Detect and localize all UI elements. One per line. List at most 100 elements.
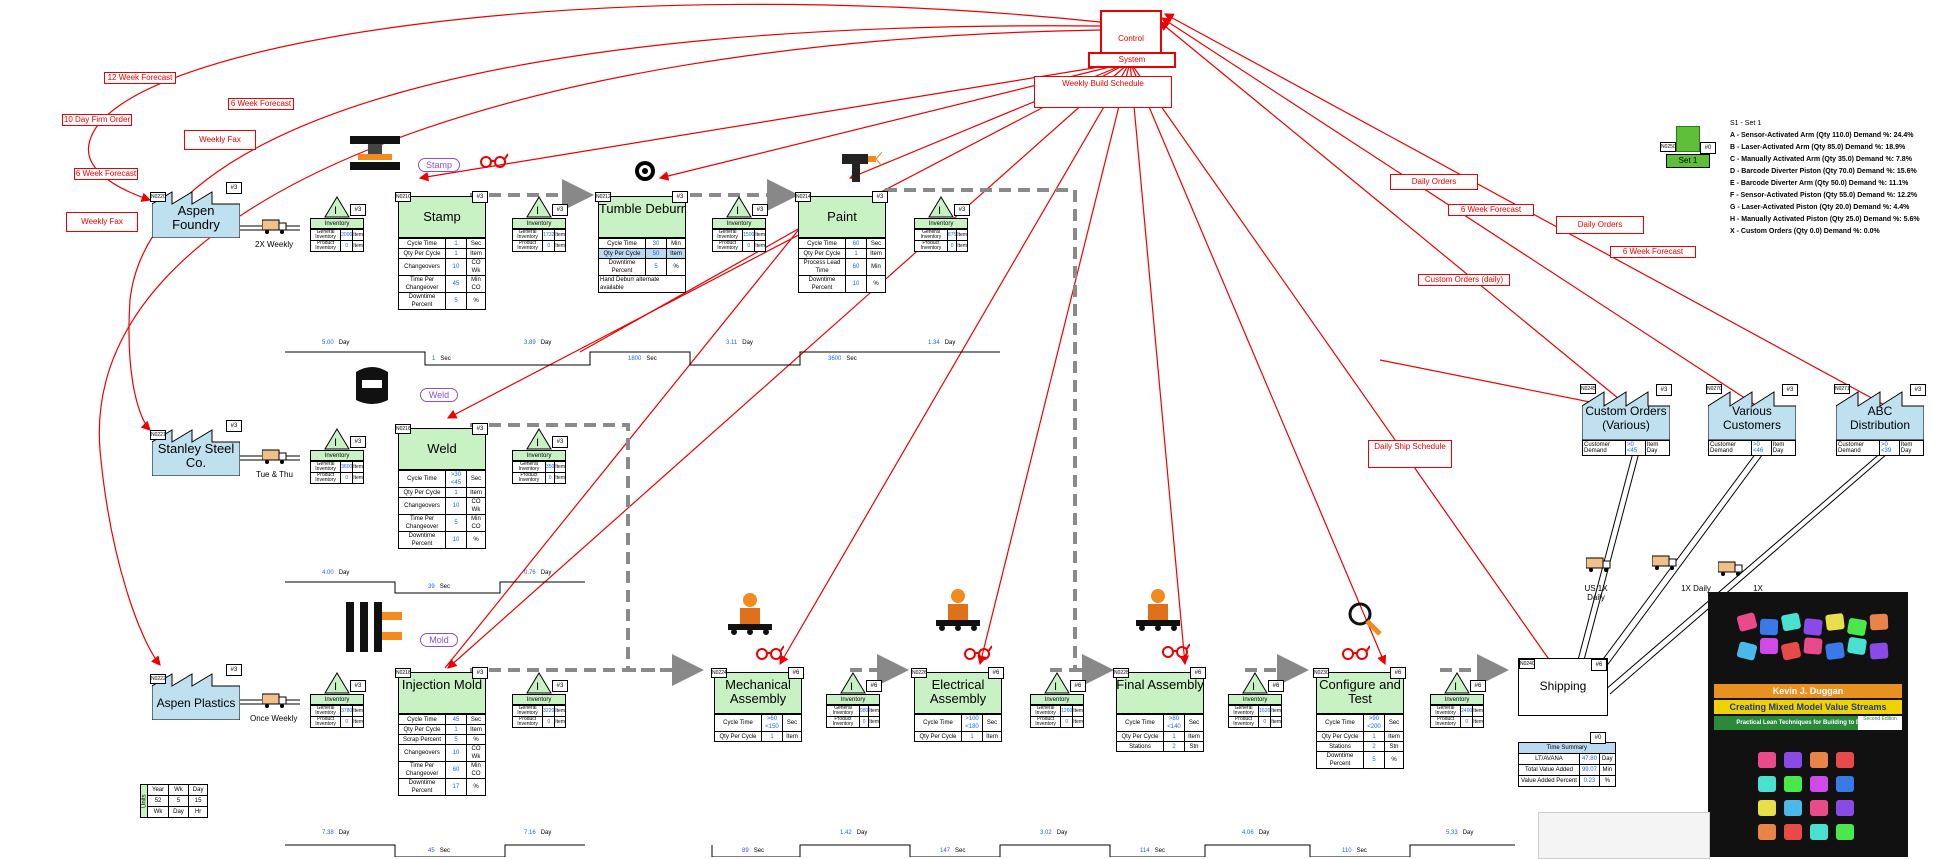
customer-name: Custom Orders (Various) (1585, 404, 1667, 432)
inventory-label: Inventory (310, 450, 364, 461)
process-attr-unit: Stn (1384, 741, 1404, 752)
process-attr-label: Cycle Time (598, 238, 646, 249)
process-attr-value: 10 (445, 531, 467, 549)
process-name: Injection Mold (401, 677, 483, 692)
truck-icon (1717, 560, 1744, 581)
timeline-value: 4.06 (1242, 830, 1254, 836)
node-number: #6 (1268, 680, 1284, 692)
inventory-product-value: 0 (340, 240, 354, 252)
inventory-row-label: Product Inventory (914, 240, 948, 252)
tumble-icon (634, 160, 656, 187)
tool-stamp[interactable]: Stamp (418, 158, 460, 172)
inventory-row-label: General Inventory (309, 461, 342, 473)
inventory-product-value: 0 (542, 240, 556, 252)
timeline-value: 0.76 (524, 570, 536, 576)
timeline-value: 1800 (628, 356, 642, 362)
factory-icon (152, 191, 240, 238)
shipping-process[interactable]: Shipping N0240 #6 (1518, 658, 1608, 716)
time-summary-title: Time Summary (1518, 742, 1616, 754)
color-tile (1836, 800, 1854, 816)
inventory-unit: Item (554, 229, 566, 241)
time-summary-value: 47.80 (1578, 753, 1600, 765)
node-id: N0210 (395, 192, 411, 202)
timeline-unit: Sec (846, 356, 857, 362)
process-attr-value: 45 (445, 714, 467, 725)
process-attr-unit: Item (666, 248, 686, 259)
inventory-unit: Item (754, 240, 766, 252)
stamp-press-icon (350, 136, 400, 175)
inventory-unit: Item (868, 716, 880, 728)
legend-item: E - Barcode Diverter Arm (Qty 50.0) Dema… (1730, 180, 1909, 187)
timeline-segment: 45 Sec (428, 848, 450, 854)
inventory-unit: Item (554, 716, 566, 728)
set-icon[interactable]: N0250 #0 Set 1 (1660, 126, 1716, 168)
node-id: N0218 (395, 668, 411, 678)
process-attr-unit: Sec (466, 714, 486, 725)
demand-value: >0 <46 (1751, 440, 1772, 456)
timeline-segment: 5.33 Day (1446, 830, 1473, 836)
customer-name: ABC Distribution (1849, 404, 1911, 432)
inventory-triangle-icon: I (324, 672, 350, 694)
process-attr-label: Qty Per Cycle (598, 248, 646, 259)
supplier-aspen-plastics[interactable]: Aspen Plastics N0222 #3 (150, 664, 242, 720)
process-attr-value: 2 (1163, 741, 1185, 752)
legend-item: G - Laser-Activated Piston (Qty 20.0) De… (1730, 204, 1910, 211)
inventory-row-label: General Inventory (1227, 705, 1260, 717)
process-name: Final Assembly (1116, 677, 1204, 692)
timeline-segment: 1800 Sec (628, 356, 657, 362)
node-number: #6 (1070, 680, 1086, 692)
inventory-row-label: Product Inventory (1429, 716, 1462, 728)
control-system[interactable]: Control (1100, 10, 1162, 56)
color-tile (1780, 612, 1802, 632)
process-name: Paint (827, 209, 857, 224)
color-tile (1758, 752, 1776, 768)
truck-icon (261, 448, 288, 469)
timeline-value: 110 (1342, 848, 1352, 854)
process-attr-label: Qty Per Cycle (914, 731, 962, 742)
info-daily-orders-a: Daily Orders (1390, 174, 1478, 190)
inventory-label: Inventory (712, 218, 766, 229)
glasses-icon (962, 644, 993, 665)
supplier-stanley-steel[interactable]: Stanley Steel Co. N0221 #3 (150, 420, 242, 476)
process-attr-value: 2 (1363, 741, 1385, 752)
tool-weld[interactable]: Weld (420, 388, 458, 402)
node-number: #6 (1591, 659, 1607, 671)
inventory-unit: Item (754, 229, 766, 241)
timeline-segment: 1.42 Day (840, 830, 867, 836)
inventory-row-label: Product Inventory (309, 240, 342, 252)
timeline-value: 1.34 (928, 340, 940, 346)
process-attr-label: Changeovers (398, 497, 446, 515)
color-tile (1758, 776, 1776, 792)
process-attr-unit: Item (466, 487, 486, 498)
timeline-segment: 1 Sec (432, 356, 451, 362)
supplier-aspen-foundry[interactable]: Aspen Foundry N0220 #3 (150, 182, 242, 238)
process-attr-unit: Sec (1184, 714, 1204, 732)
units-cell: 15 (187, 795, 209, 807)
supplier-frequency: Once Weekly (250, 714, 298, 723)
factory-icon (1582, 391, 1670, 440)
process-attr-value: 50 (645, 248, 667, 259)
time-summary-label: LT/AVANA (1518, 753, 1580, 765)
timeline-segment: 3.89 Day (524, 340, 551, 346)
inventory-product-value: 0 (340, 472, 354, 484)
node-id: N0240 (1519, 659, 1535, 669)
inventory-general-value: 3220 (542, 705, 556, 717)
process-attr-unit: % (466, 734, 486, 745)
inventory-general-value: 350 (544, 461, 556, 473)
legend-item: F - Sensor-Activated Piston (Qty 55.0) D… (1730, 192, 1918, 199)
inventory-triangle-icon: I (324, 196, 350, 218)
process-attr-value: >60 <150 (761, 714, 783, 732)
inventory-triangle-icon: I (928, 196, 954, 218)
inventory-row-label: Product Inventory (309, 472, 342, 484)
page-thumbnail (1538, 812, 1710, 859)
legend-title: S1 - Set 1 (1730, 120, 1762, 127)
tool-mold[interactable]: Mold (420, 633, 458, 647)
customer-frequency: US 1X Daily (1584, 584, 1608, 602)
inventory-row-label: General Inventory (511, 229, 544, 241)
node-number: #6 (1470, 680, 1486, 692)
